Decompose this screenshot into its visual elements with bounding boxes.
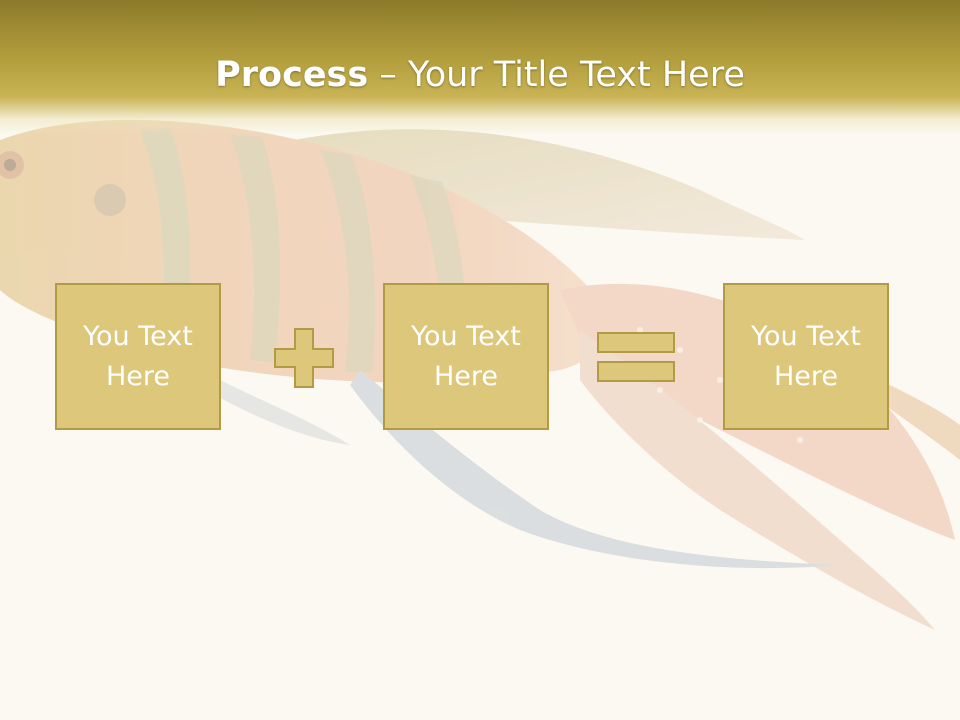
process-box-1-text: You Text Here — [83, 320, 193, 392]
process-box-2-text: You Text Here — [411, 320, 521, 392]
title-rest: – Your Title Text Here — [368, 55, 745, 95]
process-box-2[interactable]: You Text Here — [383, 283, 549, 430]
process-box-3-text: You Text Here — [751, 320, 861, 392]
process-box-3[interactable]: You Text Here — [723, 283, 889, 430]
equals-icon — [597, 332, 675, 382]
process-box-1[interactable]: You Text Here — [55, 283, 221, 430]
slide-title: Process – Your Title Text Here — [0, 52, 960, 98]
plus-icon — [274, 328, 334, 388]
title-bar — [0, 0, 960, 135]
title-bold: Process — [215, 55, 369, 95]
